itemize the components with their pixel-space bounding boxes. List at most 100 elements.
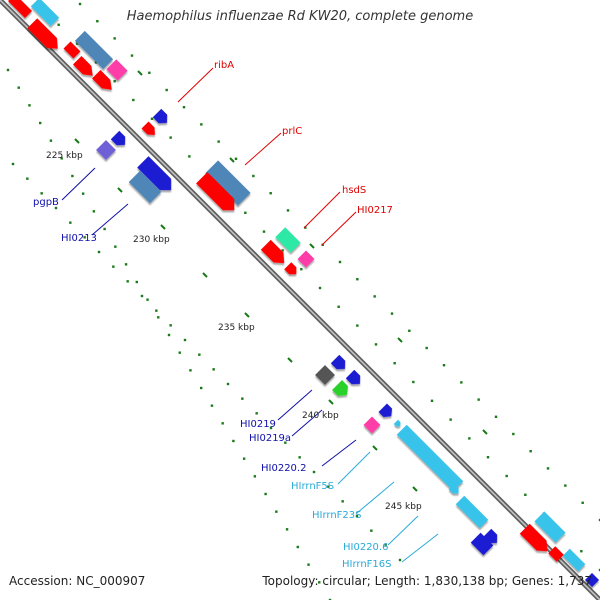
label-leader-line [91,203,129,236]
gc-dot [286,209,290,212]
gene-features [7,0,600,588]
gene-feature [330,354,346,370]
label-leaders [61,67,439,563]
gc-dot [524,493,527,496]
gc-dot [356,324,359,327]
gene-shape [7,0,33,19]
gc-dot [11,162,15,166]
gene-label-HI0220.6[interactable]: HI0220.6 [343,542,388,553]
gc-dot [356,278,359,281]
gene-feature [548,546,564,562]
gene-label-pgpB[interactable]: pgpB [33,197,59,208]
gc-dot [6,68,10,72]
gene-shape [152,108,168,124]
gc-dot [337,305,340,308]
gene-feature [260,239,285,264]
gene-shape [519,523,548,552]
gene-label-ribA[interactable]: ribA [214,60,234,71]
tick-mark [412,486,418,492]
tick-mark [287,357,293,363]
gene-label-HIrrnF16S[interactable]: HIrrnF16S [342,559,392,570]
gene-shape [548,546,564,562]
gc-dot [384,544,387,547]
gc-dot [165,88,168,92]
gene-feature [196,172,235,211]
gene-feature [378,403,393,418]
gc-dot [327,485,330,488]
gene-feature [106,59,128,81]
gene-shape [470,532,494,556]
accession-text: Accession: NC_000907 [9,574,146,588]
label-leader-line [387,515,419,546]
gc-dot [60,157,63,160]
gc-dot [28,104,31,107]
gene-shape [30,0,60,27]
tick-mark [229,157,235,163]
gc-dot [468,437,471,440]
gene-label-HI0219a[interactable]: HI0219a [249,433,291,444]
gc-dot [114,245,117,248]
gene-shape [91,69,112,90]
gene-label-prlC[interactable]: prlC [282,126,302,137]
gene-label-HI0217[interactable]: HI0217 [357,205,393,216]
gc-dot [126,280,129,283]
gc-dot [398,558,402,562]
gene-shape [110,130,126,146]
gene-feature [332,380,348,396]
gene-feature [7,0,33,19]
gene-label-HIrrnF5S[interactable]: HIrrnF5S [291,481,334,492]
gc-dot [135,280,138,284]
gene-feature [455,495,489,529]
gene-feature [96,140,116,160]
gc-dot [167,333,171,337]
gene-shape [330,354,346,370]
gene-label-HI0219[interactable]: HI0219 [240,419,276,430]
gc-dot [370,529,373,532]
gene-feature [284,262,297,275]
gene-label-hsdS[interactable]: hsdS [342,185,366,196]
tick-label: 235 kbp [218,323,255,333]
gc-dot [307,563,310,566]
gc-dot [188,155,191,158]
gc-dot [57,23,60,26]
gc-dot [96,20,99,23]
gene-shape [562,548,586,572]
gc-dot [217,140,220,143]
tick-mark [74,138,80,144]
gc-dot [78,2,82,6]
gene-feature [363,416,381,434]
gc-dot [581,501,584,504]
gc-dot [81,192,85,195]
tick-mark [160,224,166,230]
label-leader-line [401,533,439,563]
gc-dot [374,343,378,346]
gene-shape [137,156,172,191]
gene-label-HI0220.2[interactable]: HI0220.2 [261,463,306,474]
gene-feature [297,250,315,268]
gc-dot [83,236,86,239]
gc-dot [97,250,101,254]
gc-dot [430,399,434,402]
gene-feature [128,170,162,204]
gene-shape [72,55,93,76]
gc-dot [26,177,29,180]
gene-label-HIrrnF23S[interactable]: HIrrnF23S [312,510,362,521]
tick-mark [328,399,334,405]
gc-dot [442,364,446,367]
gene-feature [470,532,494,556]
gc-dot [132,98,135,102]
gene-shape [345,369,361,385]
tick-label: 245 kbp [385,502,422,512]
gc-dot [242,457,246,460]
gc-dot [408,329,411,332]
gc-dot [150,117,154,120]
tick-mark [244,312,250,318]
gc-dot [17,86,20,89]
gc-dot [40,192,43,195]
gc-dot [92,210,96,213]
gene-shape [106,59,128,81]
gene-label-HI0213[interactable]: HI0213 [61,233,97,244]
gene-feature [448,483,459,494]
